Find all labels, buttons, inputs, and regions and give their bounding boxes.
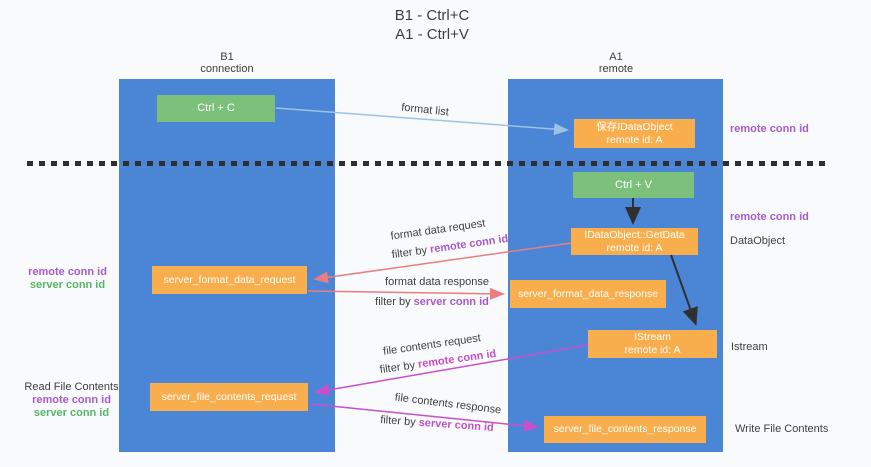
server-conn-id-text: server conn id xyxy=(413,296,489,308)
read-file-contents-label: Read File Contents xyxy=(24,381,119,393)
node-save-idataobject-line1: 保存IDataObject xyxy=(596,120,673,133)
left-server-conn-id: server conn id xyxy=(29,279,106,291)
left-bottom-server-conn-id: server conn id xyxy=(33,407,110,419)
remote-conn-id-text: remote conn id xyxy=(429,232,509,256)
right-column-name: A1 xyxy=(609,51,623,63)
dataobject-label: DataObject xyxy=(730,235,786,247)
filter-by-text: filter by xyxy=(391,243,431,262)
left-bottom-remote-conn-id: remote conn id xyxy=(32,394,111,406)
left-column-role: connection xyxy=(200,63,254,75)
node-server-file-contents-request-label: server_file_contents_request xyxy=(161,390,297,403)
write-file-contents-label: Write File Contents xyxy=(735,423,829,435)
right-column-header: A1 remote xyxy=(536,51,696,75)
node-ctrl-c-label: Ctrl + C xyxy=(197,102,235,114)
node-server-format-data-response: server_format_data_response xyxy=(510,280,666,308)
node-server-format-data-request: server_format_data_request xyxy=(152,266,307,294)
title-line-2: A1 - Ctrl+V xyxy=(395,26,469,43)
node-idataobject-getdata-line1: IDataObject::GetData xyxy=(584,228,685,241)
node-ctrl-c: Ctrl + C xyxy=(157,95,275,122)
label-format-list: format list xyxy=(400,101,450,119)
read-file-contents-group: Read File Contents remote conn id server… xyxy=(19,381,124,420)
node-server-file-contents-request: server_file_contents_request xyxy=(150,383,308,411)
label-filter-format-response: filter by server conn id xyxy=(375,296,489,308)
node-ctrl-v: Ctrl + V xyxy=(573,172,694,198)
node-server-file-contents-response: server_file_contents_response xyxy=(544,416,706,443)
filter-by-text: filter by xyxy=(379,414,420,429)
istream-label: Istream xyxy=(731,341,768,353)
node-istream-line2: remote id: A xyxy=(624,344,681,356)
node-istream-line1: IStream xyxy=(634,331,671,343)
title-line-1: B1 - Ctrl+C xyxy=(394,7,470,24)
left-remote-conn-id: remote conn id xyxy=(28,266,107,278)
node-idataobject-getdata: IDataObject::GetData remote id: A xyxy=(571,228,698,255)
label-filter-file-response: filter by server conn id xyxy=(380,414,494,434)
right-remote-conn-id-top: remote conn id xyxy=(730,123,809,135)
node-server-format-data-response-label: server_format_data_response xyxy=(517,287,659,300)
filter-by-text: filter by xyxy=(379,358,419,377)
node-save-idataobject: 保存IDataObject remote id: A xyxy=(574,119,695,148)
right-column-role: remote xyxy=(598,63,634,75)
server-conn-id-text: server conn id xyxy=(418,416,495,434)
node-ctrl-v-label: Ctrl + V xyxy=(615,178,652,191)
right-remote-conn-id-mid: remote conn id xyxy=(730,211,809,223)
node-istream: IStream remote id: A xyxy=(588,330,717,358)
left-mid-conn-ids: remote conn id server conn id xyxy=(25,266,110,292)
label-file-contents-response: file contents response xyxy=(394,391,502,417)
node-server-format-data-request-label: server_format_data_request xyxy=(163,273,296,286)
session-separator-line xyxy=(27,161,830,166)
node-idataobject-getdata-line2: remote id: A xyxy=(606,241,663,254)
left-column-name: B1 xyxy=(220,51,234,63)
diagram-title: B1 - Ctrl+C A1 - Ctrl+V xyxy=(332,6,532,44)
left-column-header: B1 connection xyxy=(147,51,307,75)
node-save-idataobject-line2: remote id: A xyxy=(606,133,663,146)
label-format-data-response: format data response xyxy=(385,276,489,288)
node-server-file-contents-response-label: server_file_contents_response xyxy=(553,423,697,435)
filter-by-text: filter by xyxy=(375,296,414,308)
arrow-format-data-response xyxy=(307,287,505,300)
